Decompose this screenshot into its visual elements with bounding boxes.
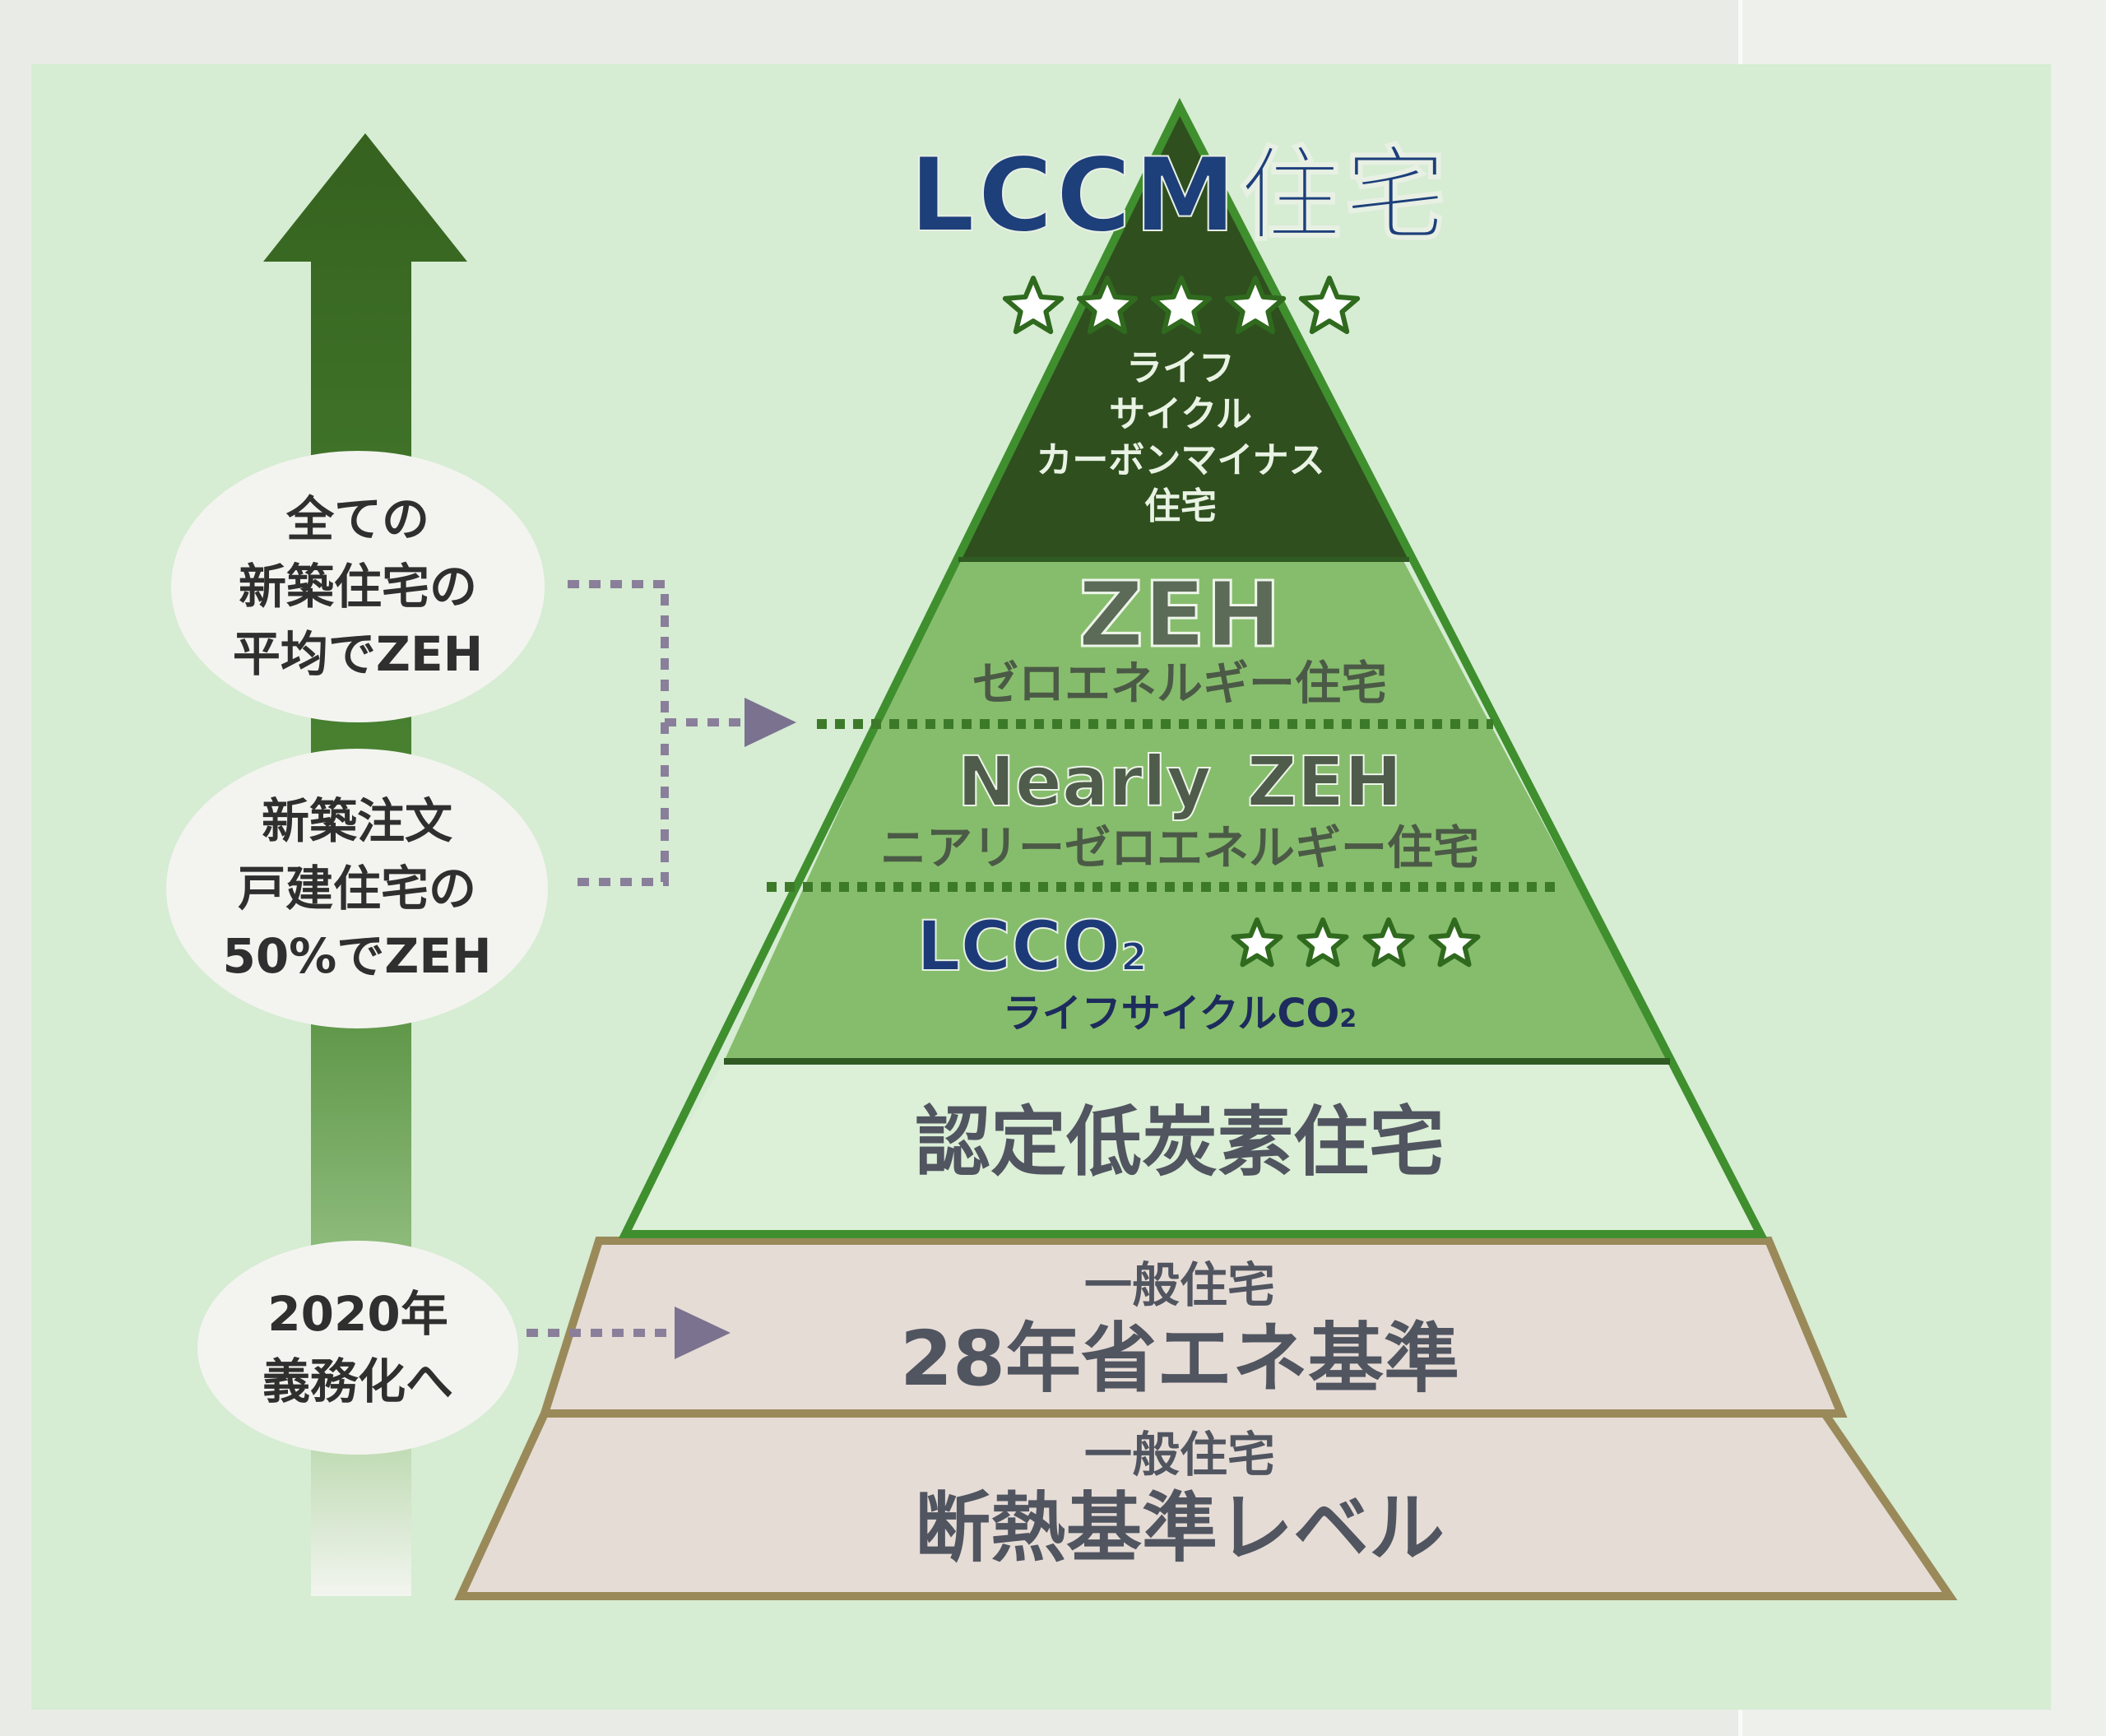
bubble-line: 全ての xyxy=(285,491,429,547)
lccm-title: LCCM住宅 xyxy=(909,137,1450,255)
insulation-title: 断熱基準レベル xyxy=(914,1484,1445,1572)
pyramid-outline xyxy=(618,97,1768,1238)
tier-certified-low-carbon xyxy=(625,1061,1760,1234)
lcco2-subtitle-subscript: 2 xyxy=(1339,1005,1357,1033)
star-icon xyxy=(1297,917,1349,968)
bubble-line: 新築注文 xyxy=(261,793,452,849)
lccm-subtitle: ライフ サイクル カーボンマイナス 住宅 xyxy=(946,346,1415,530)
bubble-line: 新築住宅の xyxy=(238,559,477,615)
star-icon xyxy=(1150,276,1213,335)
bubble-line: 戸建住宅の xyxy=(237,861,476,917)
connector-zeh-targets xyxy=(568,580,745,886)
bubble-line: 義務化へ xyxy=(262,1353,453,1409)
connector-mandatory xyxy=(526,1307,731,1359)
insulation-small: 一般住宅 xyxy=(1083,1427,1275,1483)
lccm-subtitle-line: サイクル xyxy=(1109,393,1252,435)
nearly-zeh-title: Nearly ZEH xyxy=(957,740,1403,823)
lccm-subtitle-line: カーボンマイナス xyxy=(1036,439,1325,481)
lccm-stars xyxy=(1002,276,1361,335)
lcco2-subtitle: ライフサイクルCO2 xyxy=(933,987,1426,1046)
lcco2-title-text: LCCO xyxy=(916,905,1121,987)
lcco2-title: LCCO2 xyxy=(916,905,1213,998)
star-icon xyxy=(1076,276,1139,335)
bubble-line: 2020年 xyxy=(267,1286,448,1342)
star-icon xyxy=(1298,276,1361,335)
lcco2-stars xyxy=(1231,917,1481,968)
tier-lccm xyxy=(954,107,1413,559)
star-icon xyxy=(1002,276,1065,335)
tier-2016-standard xyxy=(539,1237,1848,1418)
lcco2-subtitle-text: ライフサイクルCO xyxy=(1002,991,1340,1037)
lccm-subtitle-line: 住宅 xyxy=(1144,485,1217,527)
star-icon xyxy=(1428,917,1481,968)
bubble-line: 50%でZEH xyxy=(222,928,492,984)
star-icon xyxy=(1231,917,1283,968)
bubble-line: 平均でZEH xyxy=(232,626,484,682)
bubble-all-new-homes: 全ての 新築住宅の 平均でZEH xyxy=(171,451,545,722)
lcco2-title-subscript: 2 xyxy=(1120,934,1148,980)
standard-2016-title: 28年省エネ基準 xyxy=(899,1315,1460,1403)
connector-arrowhead xyxy=(745,698,796,747)
zeh-subtitle: ゼロエネルギー住宅 xyxy=(972,657,1387,711)
lccm-subtitle-line: ライフ xyxy=(1126,347,1235,389)
nearly-zeh-subtitle: ニアリーゼロエネルギー住宅 xyxy=(880,822,1479,875)
bubble-mandatory-2020: 2020年 義務化へ xyxy=(197,1241,518,1455)
bubble-custom-detached: 新築注文 戸建住宅の 50%でZEH xyxy=(166,749,548,1028)
zeh-title: ZEH xyxy=(1077,562,1283,667)
certified-title: 認定低炭素住宅 xyxy=(914,1098,1445,1186)
star-icon xyxy=(1362,917,1415,968)
standard-2016-small: 一般住宅 xyxy=(1083,1257,1275,1313)
star-icon xyxy=(1224,276,1287,335)
